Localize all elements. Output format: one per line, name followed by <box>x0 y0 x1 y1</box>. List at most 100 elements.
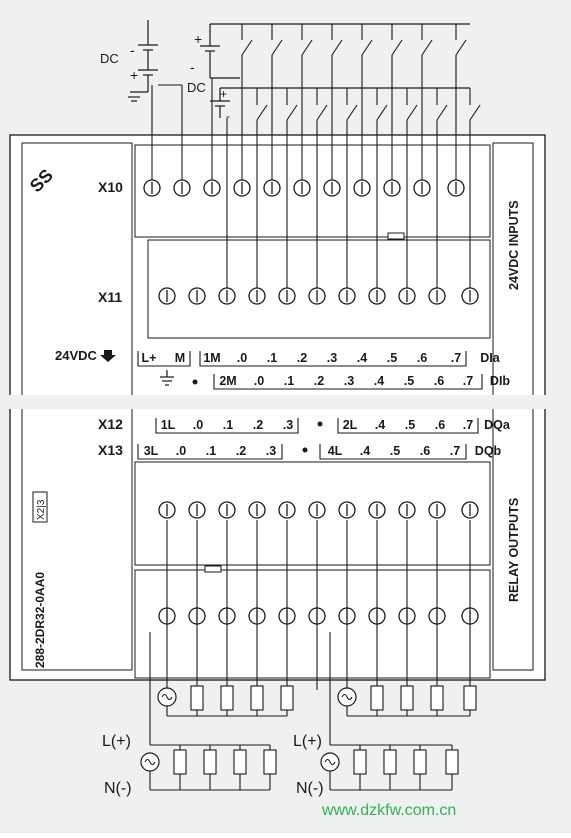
watermark: www.dzkfw.com.cn <box>321 802 456 819</box>
label-dqb-2-5: DQb <box>475 444 502 458</box>
label-minus-top-mid: - <box>190 59 195 75</box>
label-dqa-2-2: .5 <box>405 418 415 432</box>
label-dqa-1-4: .3 <box>283 418 293 432</box>
block-tab-x12 <box>204 565 222 573</box>
label-n-minus-right: N(-) <box>296 780 324 797</box>
ac-source-x12-left-wave <box>161 693 173 701</box>
load-x12-right-3 <box>463 685 477 711</box>
load-x12-right-2 <box>430 685 444 711</box>
load-x13-right-2 <box>413 749 427 775</box>
label-dqa-1-3: .2 <box>253 418 263 432</box>
label-power-10: .7 <box>451 351 461 365</box>
bracket-dqb-2 <box>319 444 467 460</box>
ac-source-x13-left-wave <box>144 758 156 766</box>
label-plus-top-left: + <box>130 67 138 83</box>
label-minus-top-left: - <box>130 42 135 58</box>
label-x12: X12 <box>98 416 123 432</box>
label-dqa-2-1: .4 <box>375 418 385 432</box>
switch-x10-4 <box>361 39 373 56</box>
loads <box>140 685 477 775</box>
switch-x10-2 <box>301 39 313 56</box>
battery-top-left <box>128 20 158 102</box>
switch-x10-6 <box>421 39 433 56</box>
load-x13-left-3 <box>263 749 277 775</box>
label-dqb-1-0: 3L <box>144 444 159 458</box>
load-x12-right-1 <box>400 685 414 711</box>
bracket-power-lm <box>137 351 191 367</box>
switch-x11-6 <box>436 104 448 121</box>
label-inputs-b-2: .1 <box>284 374 294 388</box>
label-x13: X13 <box>98 442 123 458</box>
label-model-code: X2|3 <box>36 499 47 520</box>
ac-source-x12-right-wave <box>341 693 353 701</box>
label-l-plus-right: L(+) <box>293 733 322 750</box>
label-dqa-2-4: .7 <box>463 418 473 432</box>
bracket-power-inputs <box>199 351 467 367</box>
label-power-1: M <box>175 351 185 365</box>
bracket-dqb-1 <box>137 444 283 460</box>
label-dqa-2-3: .6 <box>435 418 445 432</box>
label-dc-top-mid: DC <box>187 80 206 95</box>
battery-top-mid <box>200 23 470 79</box>
label-model: 288-2DR32-0AA0 <box>33 572 47 668</box>
load-x12-left-3 <box>280 685 294 711</box>
switch-x10-3 <box>331 39 343 56</box>
switch-x11-3 <box>346 104 358 121</box>
label-power-11: DIa <box>480 351 501 365</box>
label-n-minus-left: N(-) <box>104 780 132 797</box>
load-x12-left-2 <box>250 685 264 711</box>
load-x13-left-1 <box>203 749 217 775</box>
switch-x11-5 <box>406 104 418 121</box>
label-inputs-b-0: 2M <box>219 374 236 388</box>
label-plus-mid: + <box>220 87 227 101</box>
label-side-outputs: RELAY OUTPUTS <box>507 498 521 602</box>
label-inputs-b-1: .0 <box>254 374 264 388</box>
label-dqb-1-2: .1 <box>206 444 216 458</box>
label-dqb-2-4: .7 <box>450 444 460 458</box>
load-x12-left-1 <box>220 685 234 711</box>
bullet-dot-inputs <box>192 379 198 385</box>
label-dqb-2-2: .5 <box>390 444 400 458</box>
ac-source-x13-right-wave <box>324 758 336 766</box>
label-plus-top-mid: + <box>194 31 202 47</box>
load-x13-left-2 <box>233 749 247 775</box>
label-inputs-b-7: .6 <box>434 374 444 388</box>
label-24vdc: 24VDC <box>55 348 98 363</box>
label-dc-top-left: DC <box>100 51 119 66</box>
label-power-7: .4 <box>357 351 367 365</box>
label-dqb-1-4: .3 <box>266 444 276 458</box>
switch-x10-0 <box>241 39 253 56</box>
switch-x10-7 <box>455 39 467 56</box>
label-dqa-1-0: 1L <box>161 418 176 432</box>
label-dqa-1-1: .0 <box>193 418 203 432</box>
label-power-6: .3 <box>327 351 337 365</box>
label-dqb-2-3: .6 <box>420 444 430 458</box>
bracket-dqa-1 <box>155 418 299 434</box>
load-x13-right-3 <box>445 749 459 775</box>
label-inputs-b-8: .7 <box>463 374 473 388</box>
load-x12-left-0 <box>190 685 204 711</box>
ground-icon <box>160 370 174 386</box>
label-side-inputs: 24VDC INPUTS <box>507 200 521 290</box>
label-dqb-1-3: .2 <box>236 444 246 458</box>
switch-x11-2 <box>316 104 328 121</box>
bracket-dqa-2 <box>337 418 479 434</box>
load-x13-right-0 <box>353 749 367 775</box>
label-inputs-b-6: .5 <box>404 374 414 388</box>
arrow-down-icon <box>100 350 116 362</box>
terminals <box>143 179 479 625</box>
label-dqa-1-2: .1 <box>223 418 233 432</box>
bullet-dot-x12 <box>317 421 323 427</box>
label-dqb-2-0: 4L <box>328 444 343 458</box>
switch-x11-4 <box>376 104 388 121</box>
label-power-2: 1M <box>203 351 220 365</box>
wires <box>149 24 481 791</box>
load-x12-right-0 <box>370 685 384 711</box>
load-x13-right-1 <box>383 749 397 775</box>
label-dqa-2-5: DQa <box>484 418 511 432</box>
label-power-9: .6 <box>417 351 427 365</box>
label-power-4: .1 <box>267 351 277 365</box>
